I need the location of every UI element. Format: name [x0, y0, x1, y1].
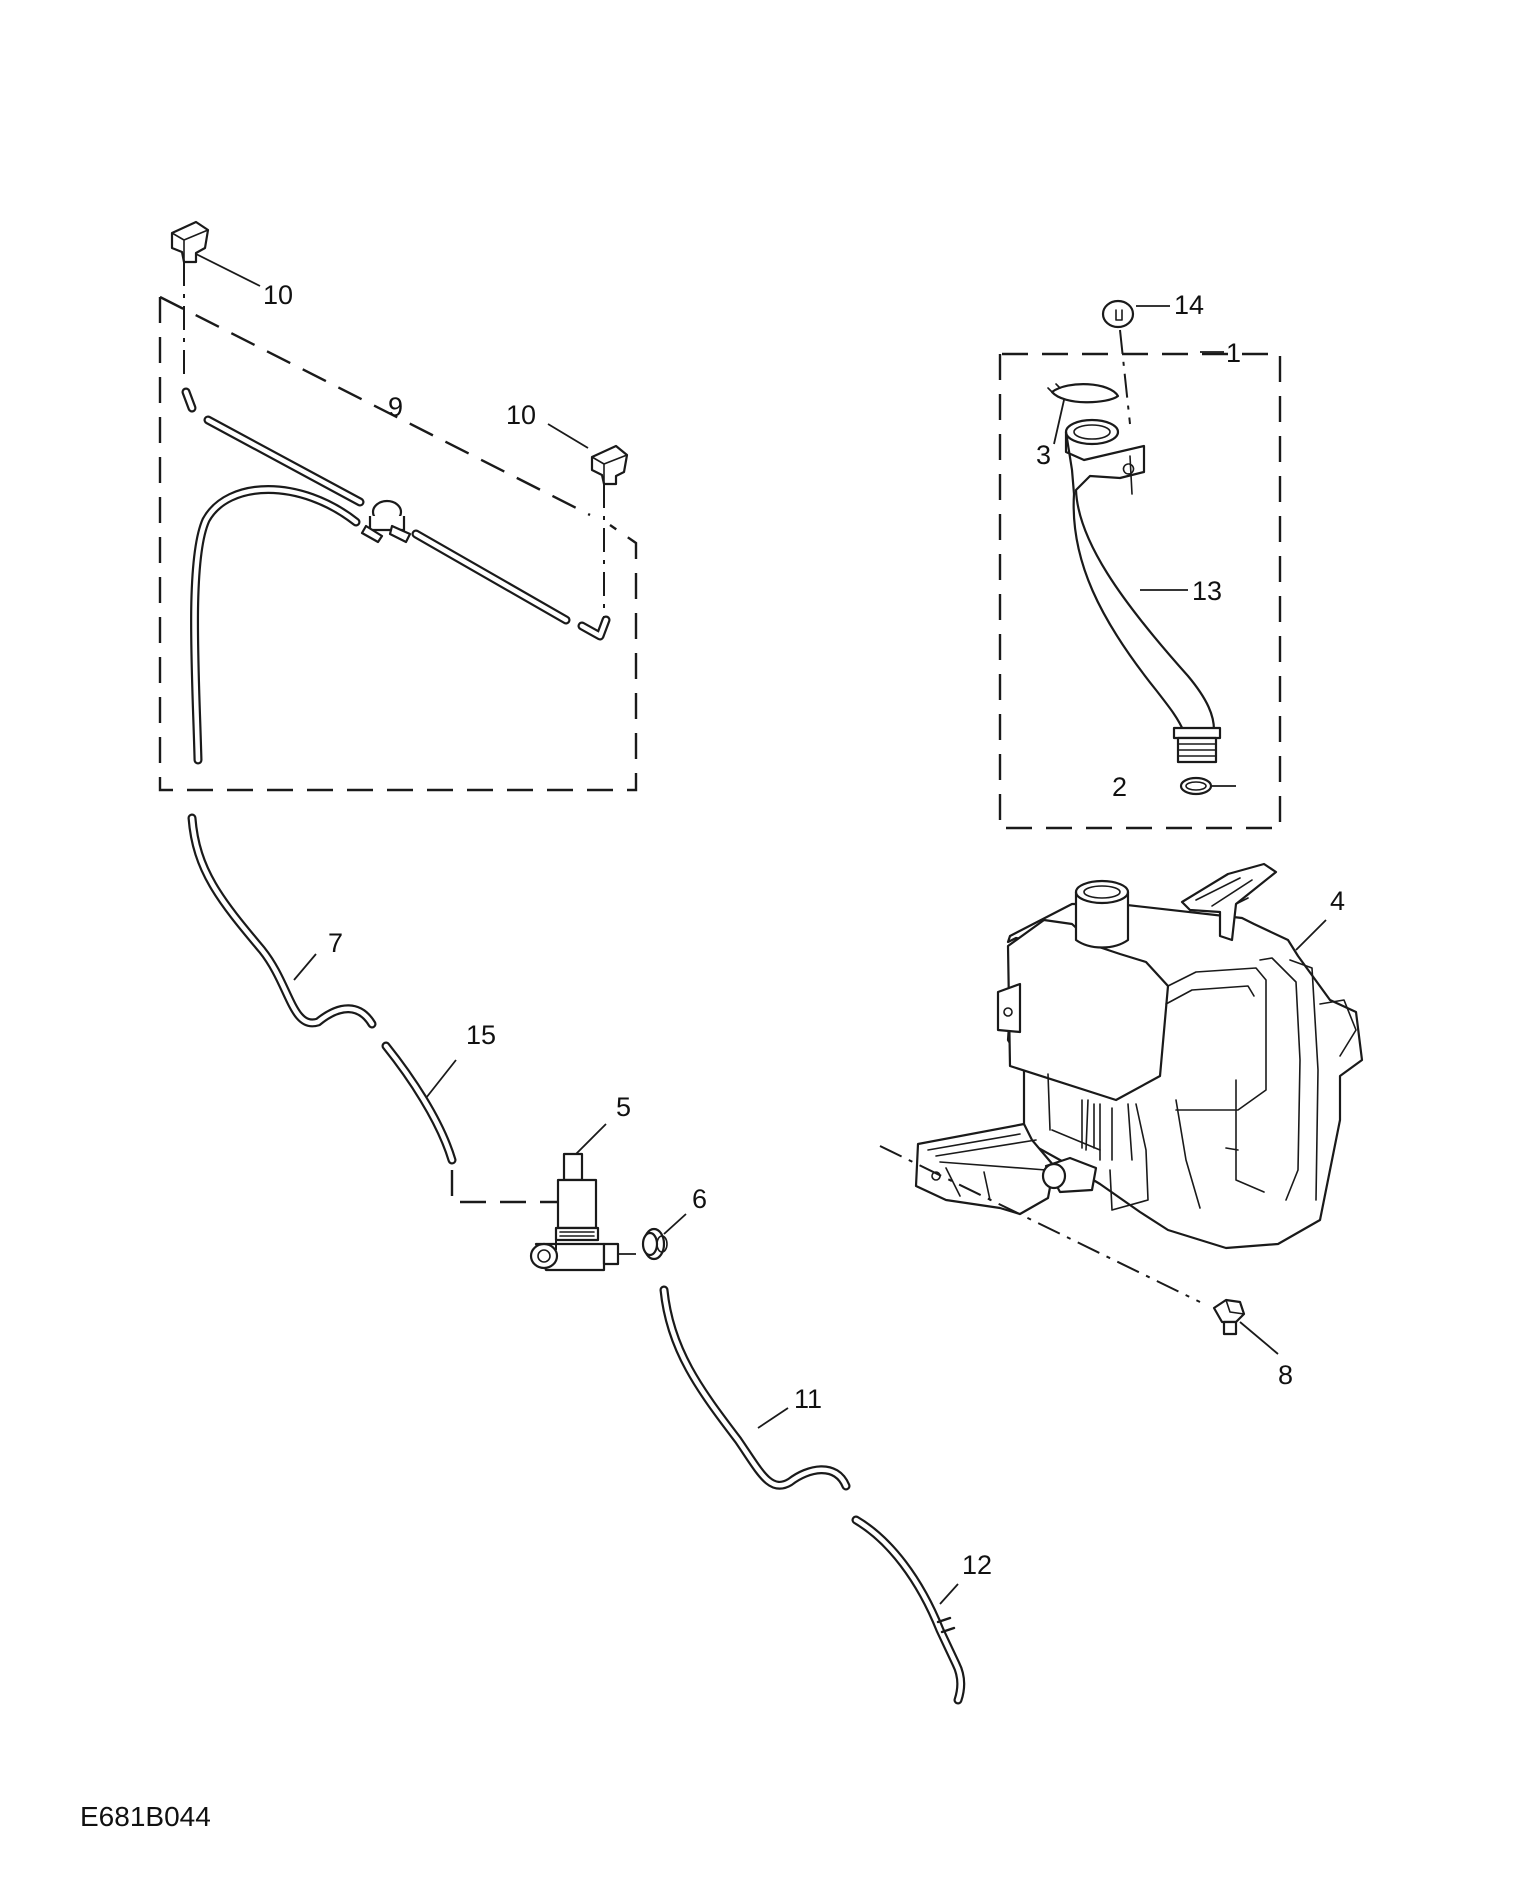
callout-15: 15 — [466, 1020, 496, 1050]
callout-14: 14 — [1174, 290, 1204, 320]
pump-grommet — [641, 1227, 668, 1261]
jet-hose-assembly-group — [158, 220, 638, 792]
washer-hose-12 — [851, 1515, 966, 1705]
callout-12: 12 — [962, 1550, 992, 1580]
callout-2: 2 — [1112, 772, 1127, 802]
callout-11: 11 — [794, 1384, 822, 1414]
callout-10-right: 10 — [506, 400, 536, 430]
filler-neck — [1047, 383, 1222, 764]
washer-pump — [529, 1152, 636, 1272]
washer-reservoir — [914, 862, 1364, 1250]
callout-10-left: 10 — [263, 280, 293, 310]
washer-hose-7 — [187, 813, 377, 1029]
o-ring — [1179, 776, 1213, 796]
figure-code: E681B044 — [80, 1801, 211, 1832]
callout-3: 3 — [1036, 440, 1051, 470]
callout-9: 9 — [388, 392, 403, 422]
reservoir-bolt — [1212, 1298, 1246, 1336]
filler-cap-14 — [1101, 299, 1135, 329]
callout-4: 4 — [1330, 886, 1345, 916]
washer-hose-15 — [381, 1041, 457, 1165]
callout-5: 5 — [616, 1092, 631, 1122]
washer-jet-right — [590, 444, 629, 486]
callout-1: 1 — [1226, 338, 1241, 368]
leader-lines — [195, 253, 1327, 1605]
callout-13: 13 — [1192, 576, 1222, 606]
callout-6: 6 — [692, 1184, 707, 1214]
jet-hose-network — [181, 387, 611, 765]
callout-labels: 10 9 10 14 1 3 13 2 4 7 15 5 6 8 11 12 — [263, 280, 1345, 1580]
filler-neck-assembly-group — [998, 352, 1282, 830]
callout-8: 8 — [1278, 1360, 1293, 1390]
callout-7: 7 — [328, 928, 343, 958]
washer-jet-left — [170, 220, 210, 264]
washer-hose-11 — [659, 1285, 851, 1491]
